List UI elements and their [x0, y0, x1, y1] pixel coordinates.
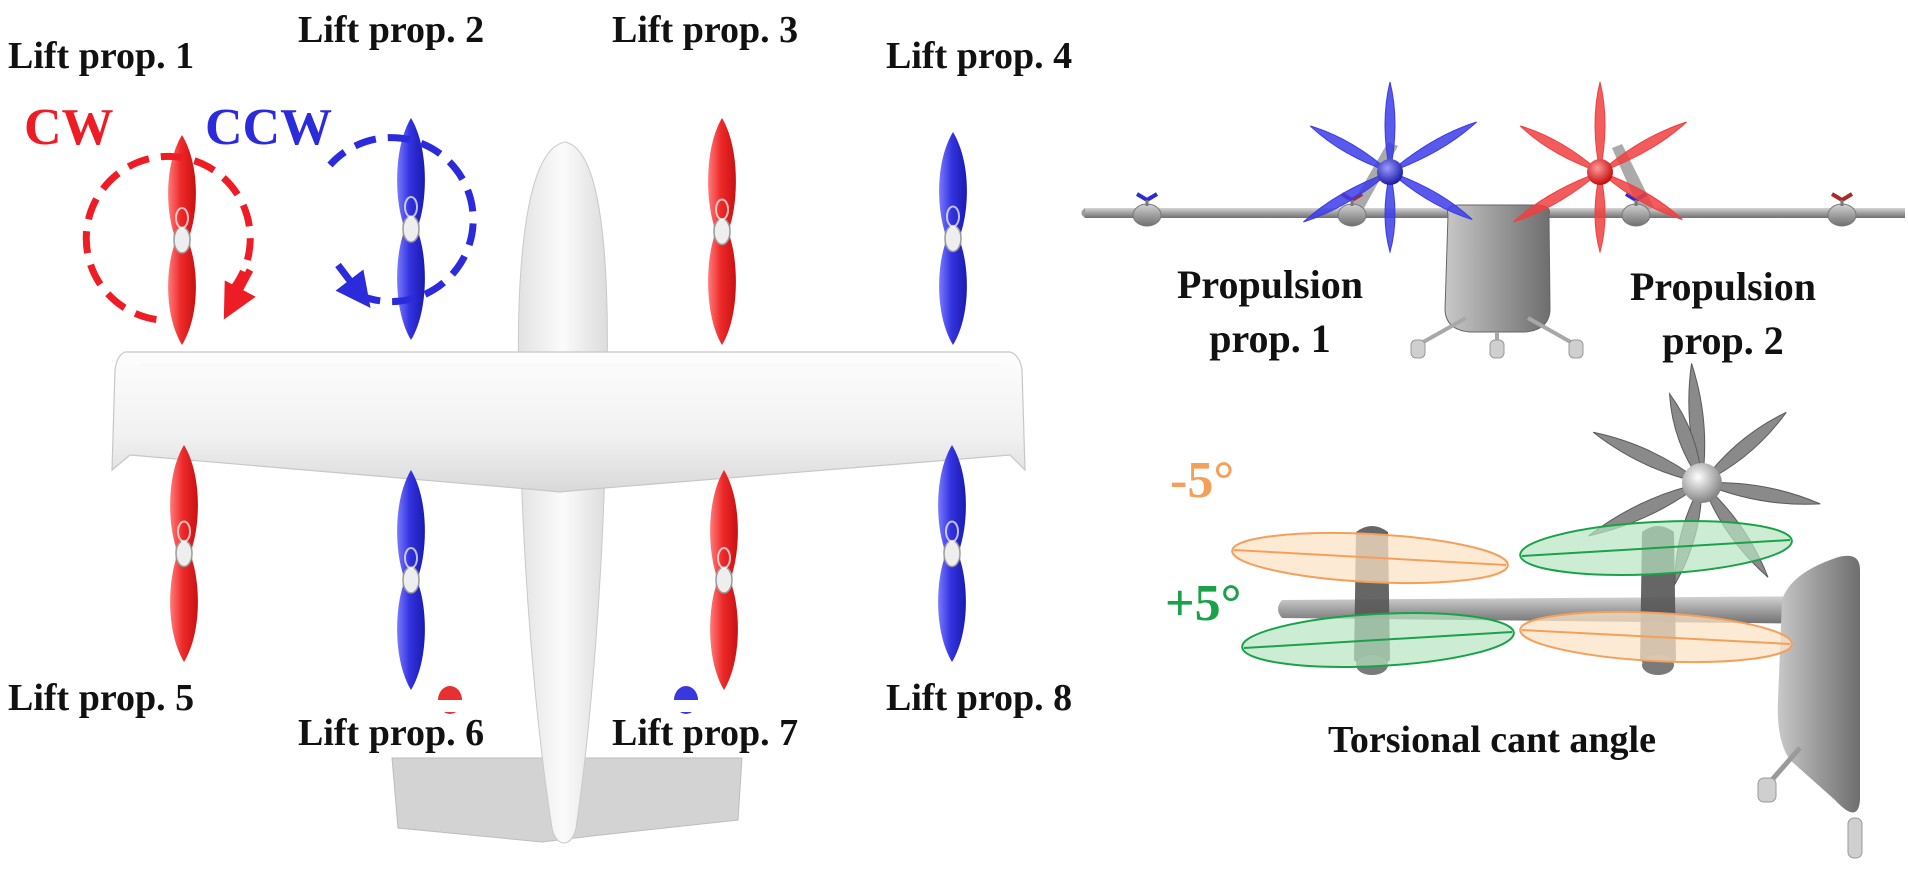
ccw-label: CCW — [205, 99, 332, 156]
lift-prop-6 — [397, 470, 425, 690]
lift-prop-4 — [939, 132, 967, 345]
propulsion-prop-1 — [1303, 81, 1477, 254]
lift-prop-2-label: Lift prop. 2 — [298, 9, 484, 51]
propulsion-prop-2 — [1513, 81, 1687, 254]
lift-prop-5-label: Lift prop. 5 — [8, 677, 194, 719]
main-wing — [111, 351, 1026, 493]
cw-rotation-indicator — [82, 152, 254, 324]
front-nacelle-4 — [1827, 192, 1857, 227]
propulsion-prop-2-label-line2: prop. 2 — [1662, 318, 1784, 363]
lift-prop-7-label: Lift prop. 7 — [612, 712, 798, 754]
cant-plus5-label: +5° — [1165, 575, 1241, 632]
lift-prop-7 — [710, 470, 738, 690]
front-nacelle-1 — [1132, 192, 1162, 227]
front-fuselage — [1444, 204, 1551, 333]
lift-prop-8-label: Lift prop. 8 — [886, 677, 1072, 719]
torsional-cant-angle-label: Torsional cant angle — [1328, 719, 1656, 761]
ccw-rotation-indicator — [327, 134, 477, 306]
propulsion-prop-2-label-line1: Propulsion — [1630, 264, 1816, 309]
propulsion-prop-1-label-line2: prop. 1 — [1209, 316, 1331, 361]
lift-prop-6-label: Lift prop. 6 — [298, 712, 484, 754]
top-view: Lift prop. 1 Lift prop. 2 Lift prop. 3 L… — [8, 9, 1072, 844]
detail-fuselage — [1777, 555, 1860, 813]
lift-prop-2 — [397, 118, 425, 340]
fuselage — [517, 141, 608, 844]
lift-prop-3-label: Lift prop. 3 — [612, 9, 798, 51]
front-view: Propulsion prop. 1 Propulsion prop. 2 — [1081, 81, 1905, 363]
lift-prop-4-label: Lift prop. 4 — [886, 35, 1072, 77]
cant-minus5-label: -5° — [1170, 452, 1234, 509]
lift-prop-1 — [168, 135, 196, 345]
lift-prop-1-label: Lift prop. 1 — [8, 35, 194, 77]
cw-label: CW — [24, 99, 114, 156]
lift-prop-5 — [170, 445, 198, 662]
lift-prop-8 — [938, 445, 966, 662]
cant-angle-detail: -5° +5° Torsional cant angle — [1165, 363, 1863, 859]
lift-prop-3 — [708, 118, 736, 345]
propulsion-prop-1-label-line1: Propulsion — [1177, 262, 1363, 307]
